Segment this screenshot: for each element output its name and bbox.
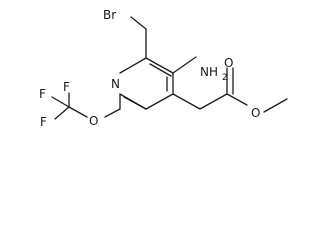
amino-subscript-label: 2 bbox=[222, 73, 227, 83]
molecule-structure-diagram: Br N NH 2 O O O F F F bbox=[39, 8, 288, 129]
fluorine-atom-label-top: F bbox=[63, 80, 70, 94]
ring-nitrogen-atom-label: N bbox=[111, 77, 120, 91]
ester-oxygen-label: O bbox=[251, 106, 260, 120]
bromine-atom-label: Br bbox=[103, 8, 116, 22]
amino-group-label: NH bbox=[200, 65, 218, 79]
fluorine-atom-label-left: F bbox=[39, 87, 46, 101]
bond-lines bbox=[51, 16, 288, 120]
fluorine-atom-label-bottom: F bbox=[40, 115, 47, 129]
ether-oxygen-label: O bbox=[89, 114, 98, 128]
carbonyl-oxygen-label: O bbox=[224, 56, 233, 70]
